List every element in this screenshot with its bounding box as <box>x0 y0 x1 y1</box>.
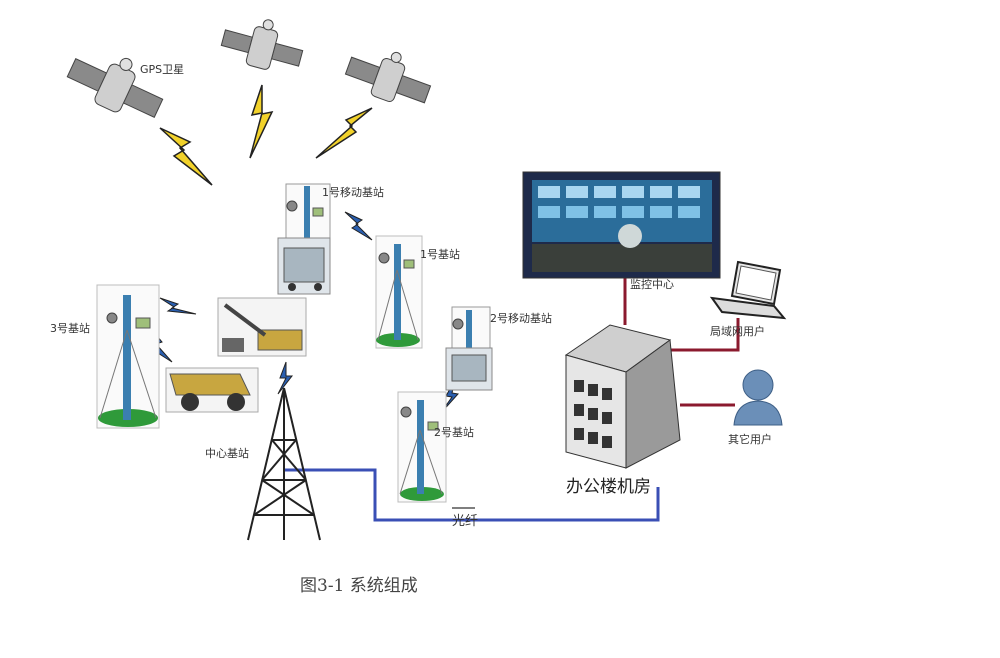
signal-bolt-icon <box>159 297 197 315</box>
lan-user-link-line <box>668 318 740 352</box>
dump-truck-icon <box>165 367 259 413</box>
base-station-icon <box>397 391 447 503</box>
label-mobile-base-1: 1号移动基站 <box>322 185 384 199</box>
mobile-base-station-icon <box>277 183 331 295</box>
figure-caption: 图3-1 系统组成 <box>300 576 418 596</box>
label-mobile-base-2: 2号移动基站 <box>490 311 552 325</box>
label-base-1: 1号基站 <box>420 247 460 261</box>
label-base-2: 2号基站 <box>434 425 474 439</box>
signal-bolt-icon <box>277 361 294 395</box>
server-room-building-icon <box>564 324 681 469</box>
label-gps-satellite: GPS卫星 <box>140 63 184 76</box>
signal-bolt-icon <box>159 127 213 186</box>
label-server-room: 办公楼机房 <box>566 477 651 497</box>
base-station-icon <box>96 284 160 429</box>
signal-bolt-icon <box>344 211 373 241</box>
gps-satellite-icon <box>66 57 164 119</box>
label-monitoring-center: 监控中心 <box>630 277 674 291</box>
mobile-base-station-icon <box>445 306 493 391</box>
signal-bolt-icon <box>315 107 373 159</box>
central-tower-icon <box>247 387 321 541</box>
laptop-icon <box>709 260 787 320</box>
gps-satellite-icon <box>220 19 304 70</box>
label-lan-user: 局域网用户 <box>710 324 765 338</box>
base-station-icon <box>375 235 423 349</box>
user-icon <box>733 369 783 426</box>
label-other-user: 其它用户 <box>728 432 772 446</box>
label-base-3: 3号基站 <box>50 321 90 335</box>
label-center-base: 中心基站 <box>205 446 249 460</box>
signal-bolt-icon <box>249 84 274 159</box>
excavator-icon <box>217 297 307 357</box>
gps-satellite-icon <box>344 51 432 104</box>
fiber-connection-line <box>283 468 660 522</box>
label-fiber: 光纤 <box>452 514 478 529</box>
monitoring-center-screen-icon <box>522 171 721 279</box>
